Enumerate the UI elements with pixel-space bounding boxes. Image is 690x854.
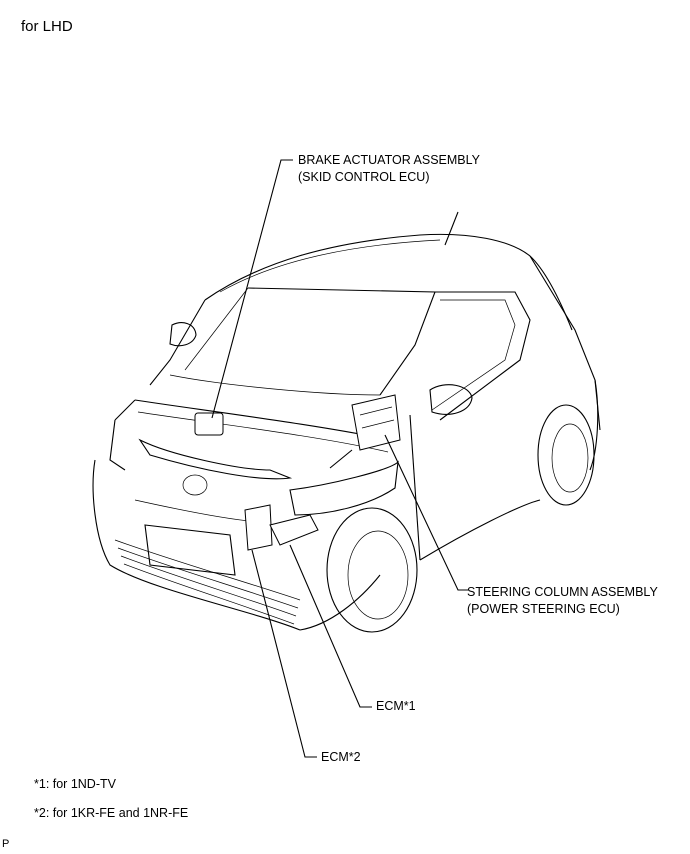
steering-column-part	[329, 394, 401, 469]
leader-lines	[211, 159, 468, 758]
steering-column-label: STEERING COLUMN ASSEMBLY (POWER STEERING…	[467, 584, 658, 618]
footnote-2: *2: for 1KR-FE and 1NR-FE	[34, 806, 189, 820]
corner-mark: P	[2, 838, 10, 850]
ecm1-label: ECM*1	[376, 699, 416, 713]
footnote-1: *1: for 1ND-TV	[34, 777, 116, 791]
car-body-outline	[92, 211, 601, 633]
ecm-part	[244, 504, 319, 551]
brake-actuator-label: BRAKE ACTUATOR ASSEMBLY (SKID CONTROL EC…	[298, 152, 480, 186]
brake-actuator-label-line1: BRAKE ACTUATOR ASSEMBLY	[298, 153, 481, 167]
brake-actuator-part	[194, 412, 224, 436]
brake-actuator-label-line2: (SKID CONTROL ECU)	[298, 170, 430, 184]
ecm2-label: ECM*2	[321, 750, 361, 764]
diagram-title: for LHD	[21, 18, 73, 35]
steering-column-label-line1: STEERING COLUMN ASSEMBLY	[467, 585, 658, 599]
steering-column-label-line2: (POWER STEERING ECU)	[467, 602, 620, 616]
